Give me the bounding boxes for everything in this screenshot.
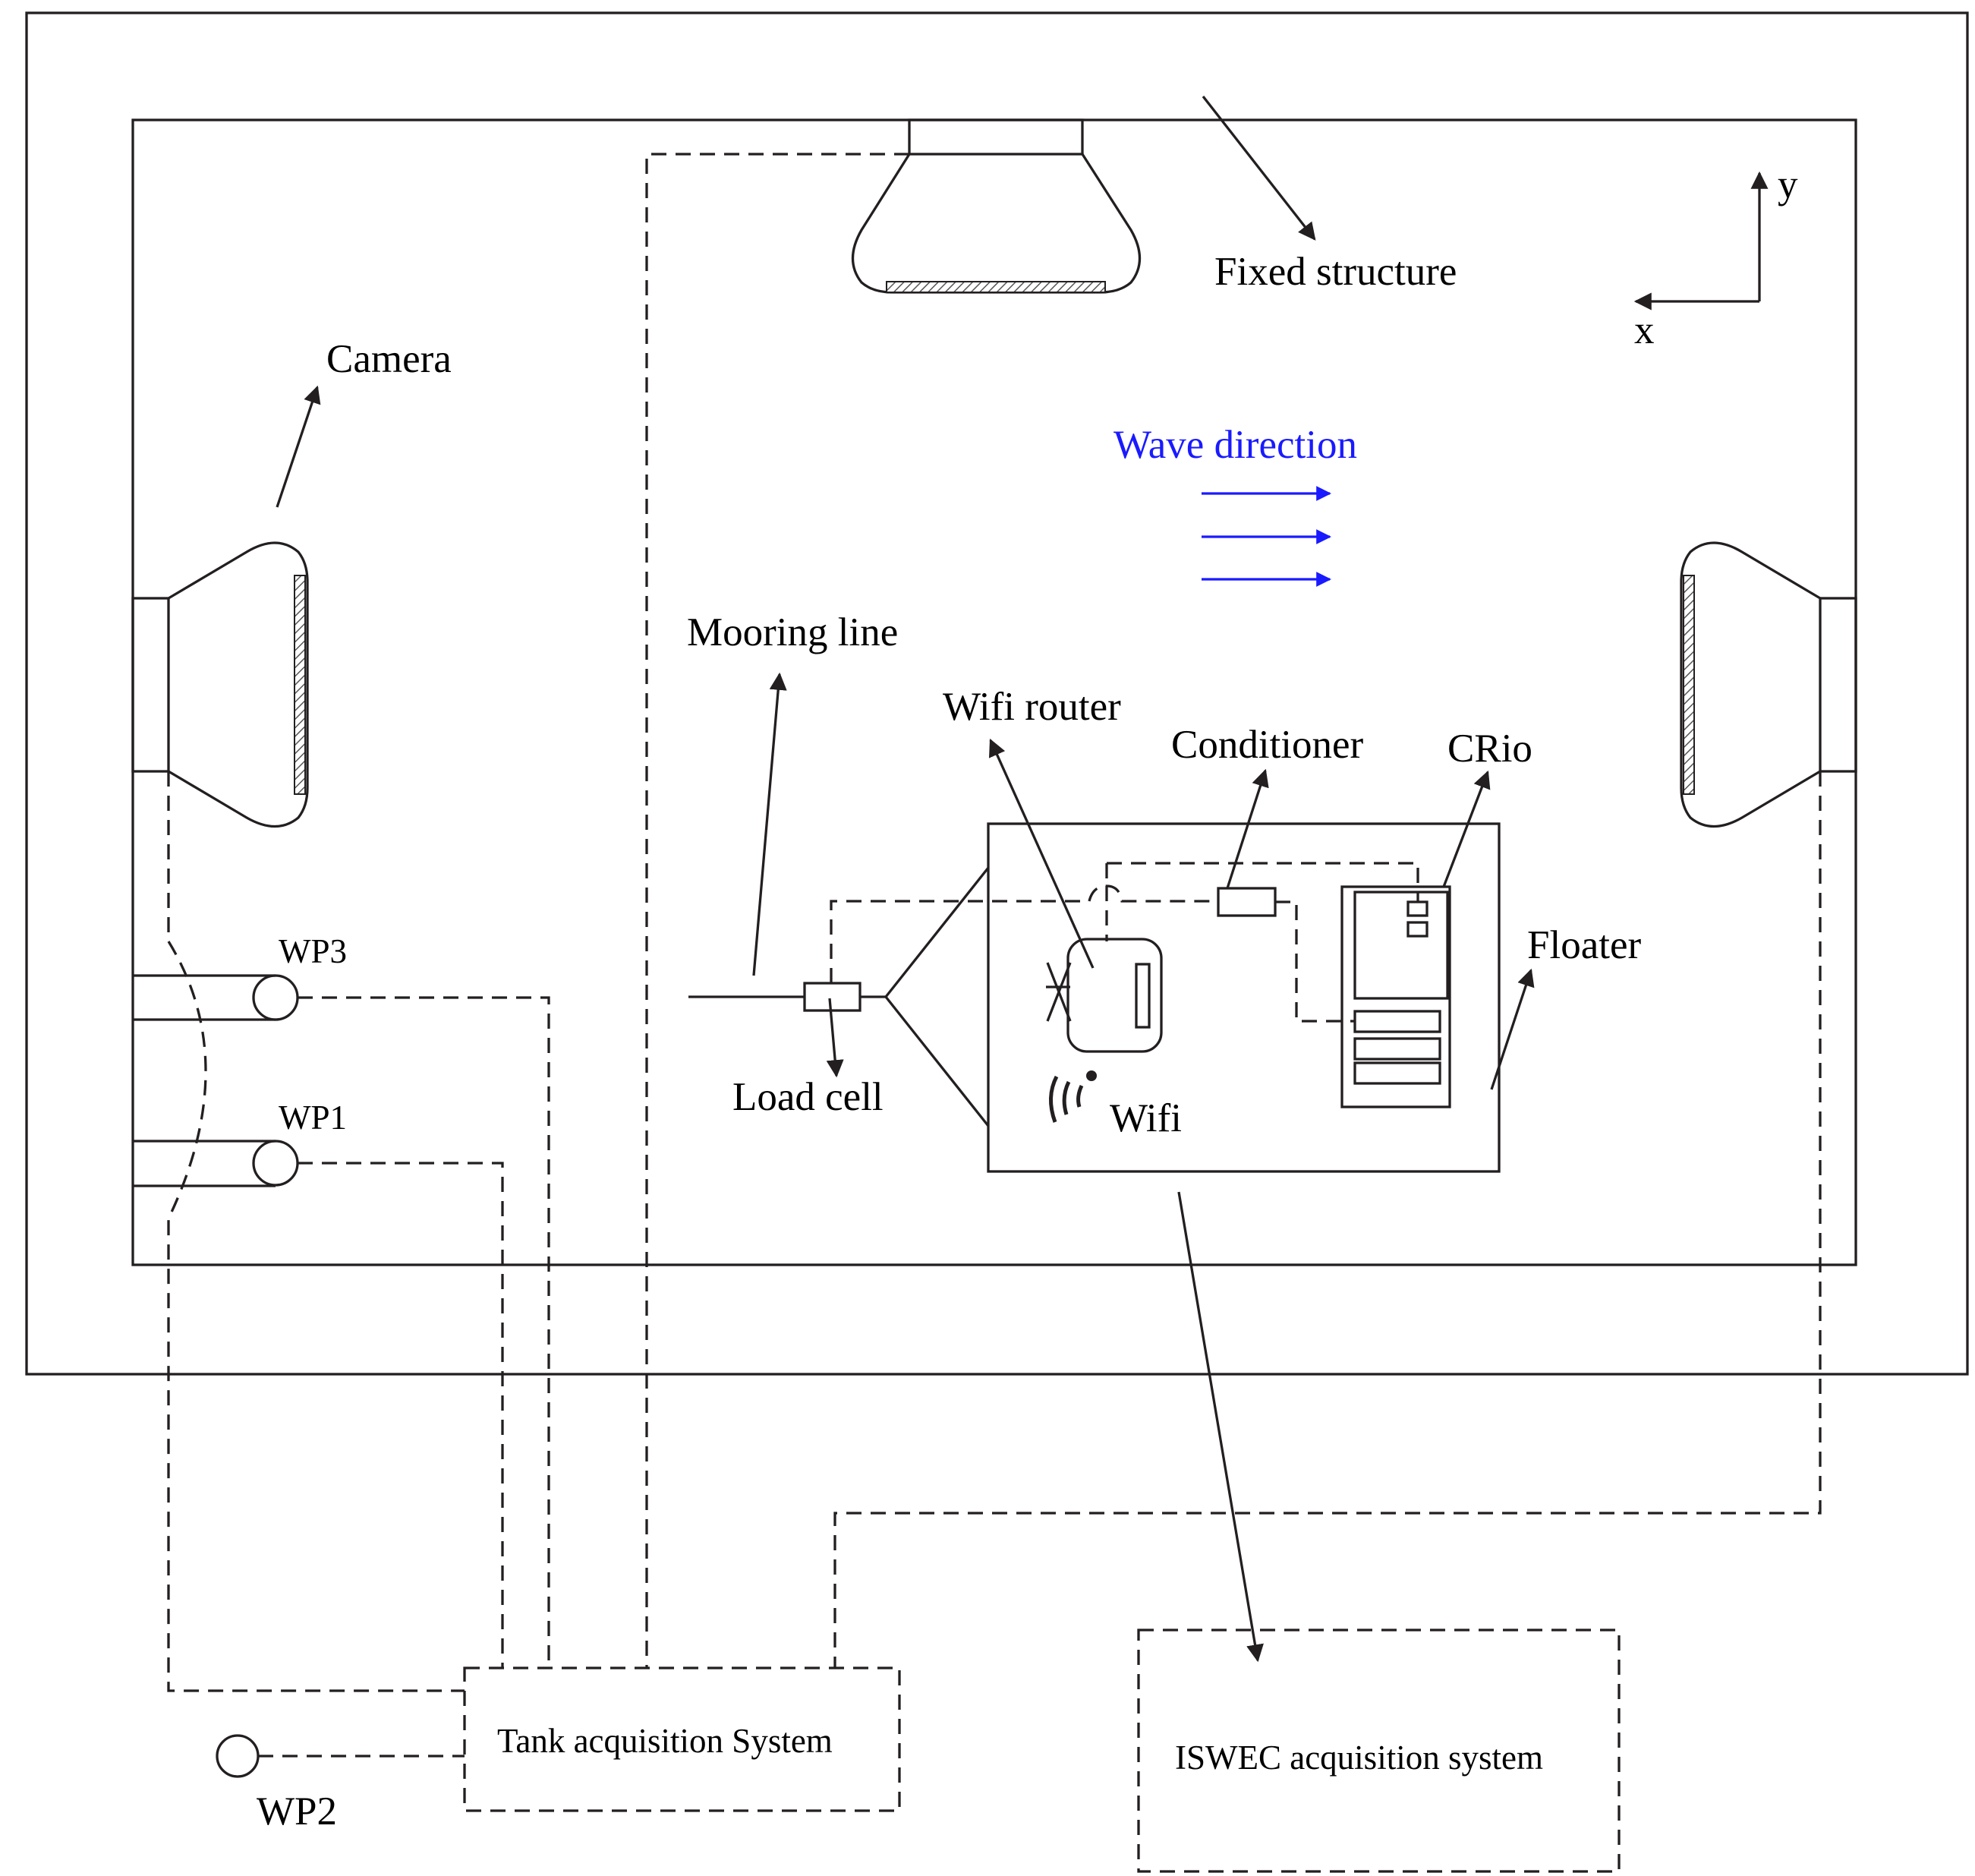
wp2-probe <box>216 1734 260 1778</box>
load-cell-label: Load cell <box>732 1075 884 1119</box>
camera-label: Camera <box>326 337 452 381</box>
right-camera-icon <box>1680 541 1857 828</box>
tank-outer-frame <box>25 11 1969 1376</box>
crio-arrow <box>1442 770 1491 888</box>
wifi-router-arrow <box>988 738 1095 969</box>
wp3-label: WP3 <box>279 932 347 970</box>
right-camera-cable <box>833 771 1822 1668</box>
wifi-label: Wifi <box>1110 1096 1182 1140</box>
iswec-acquisition-box <box>1137 1628 1621 1873</box>
wifi-icon <box>1049 1070 1097 1123</box>
load-cell-arrow <box>826 998 844 1078</box>
mooring-line-arrow <box>752 672 787 976</box>
floater-label: Floater <box>1527 923 1641 967</box>
top-camera-icon <box>851 118 1142 294</box>
floater-cabling <box>830 862 1419 1023</box>
wp3-probe <box>133 974 299 1021</box>
load-cell <box>803 982 862 1012</box>
floater-body <box>987 822 1501 1173</box>
router-icon <box>1046 938 1163 1053</box>
left-camera-icon <box>131 541 309 828</box>
mooring-line-label: Mooring line <box>687 610 898 654</box>
wifi-to-iswec-arrow <box>1177 1191 1264 1663</box>
wp2-label: WP2 <box>257 1789 337 1833</box>
tank-acquisition-box <box>463 1666 901 1812</box>
crio-label: CRio <box>1447 727 1532 771</box>
tank-acquisition-label: Tank acquisition System <box>497 1722 833 1760</box>
wifi-router-label: Wifi router <box>943 685 1121 729</box>
floater-arrow <box>1490 968 1535 1090</box>
axis-x-label: x <box>1634 308 1655 352</box>
wave-direction-label: Wave direction <box>1113 423 1357 467</box>
iswec-acquisition-label: ISWEC acquisition system <box>1175 1739 1543 1777</box>
conditioner-unit <box>1217 887 1277 917</box>
camera-arrow <box>276 385 321 508</box>
fixed-structure-label: Fixed structure <box>1214 250 1457 294</box>
wp3-cable <box>298 996 550 1668</box>
wp1-probe <box>133 1140 299 1187</box>
fixed-structure-arrow <box>1202 95 1316 241</box>
wp1-label: WP1 <box>279 1099 347 1137</box>
wave-direction-arrows <box>1202 486 1331 587</box>
wp1-cable <box>298 1162 504 1668</box>
axes-indicator: y x <box>1633 162 1798 352</box>
top-camera-cable <box>645 153 909 1668</box>
conditioner-label: Conditioner <box>1171 723 1364 767</box>
left-camera-cable <box>167 771 465 1692</box>
axis-y-label: y <box>1778 162 1798 207</box>
crio-unit <box>1340 885 1451 1108</box>
conditioner-arrow <box>1226 768 1269 889</box>
